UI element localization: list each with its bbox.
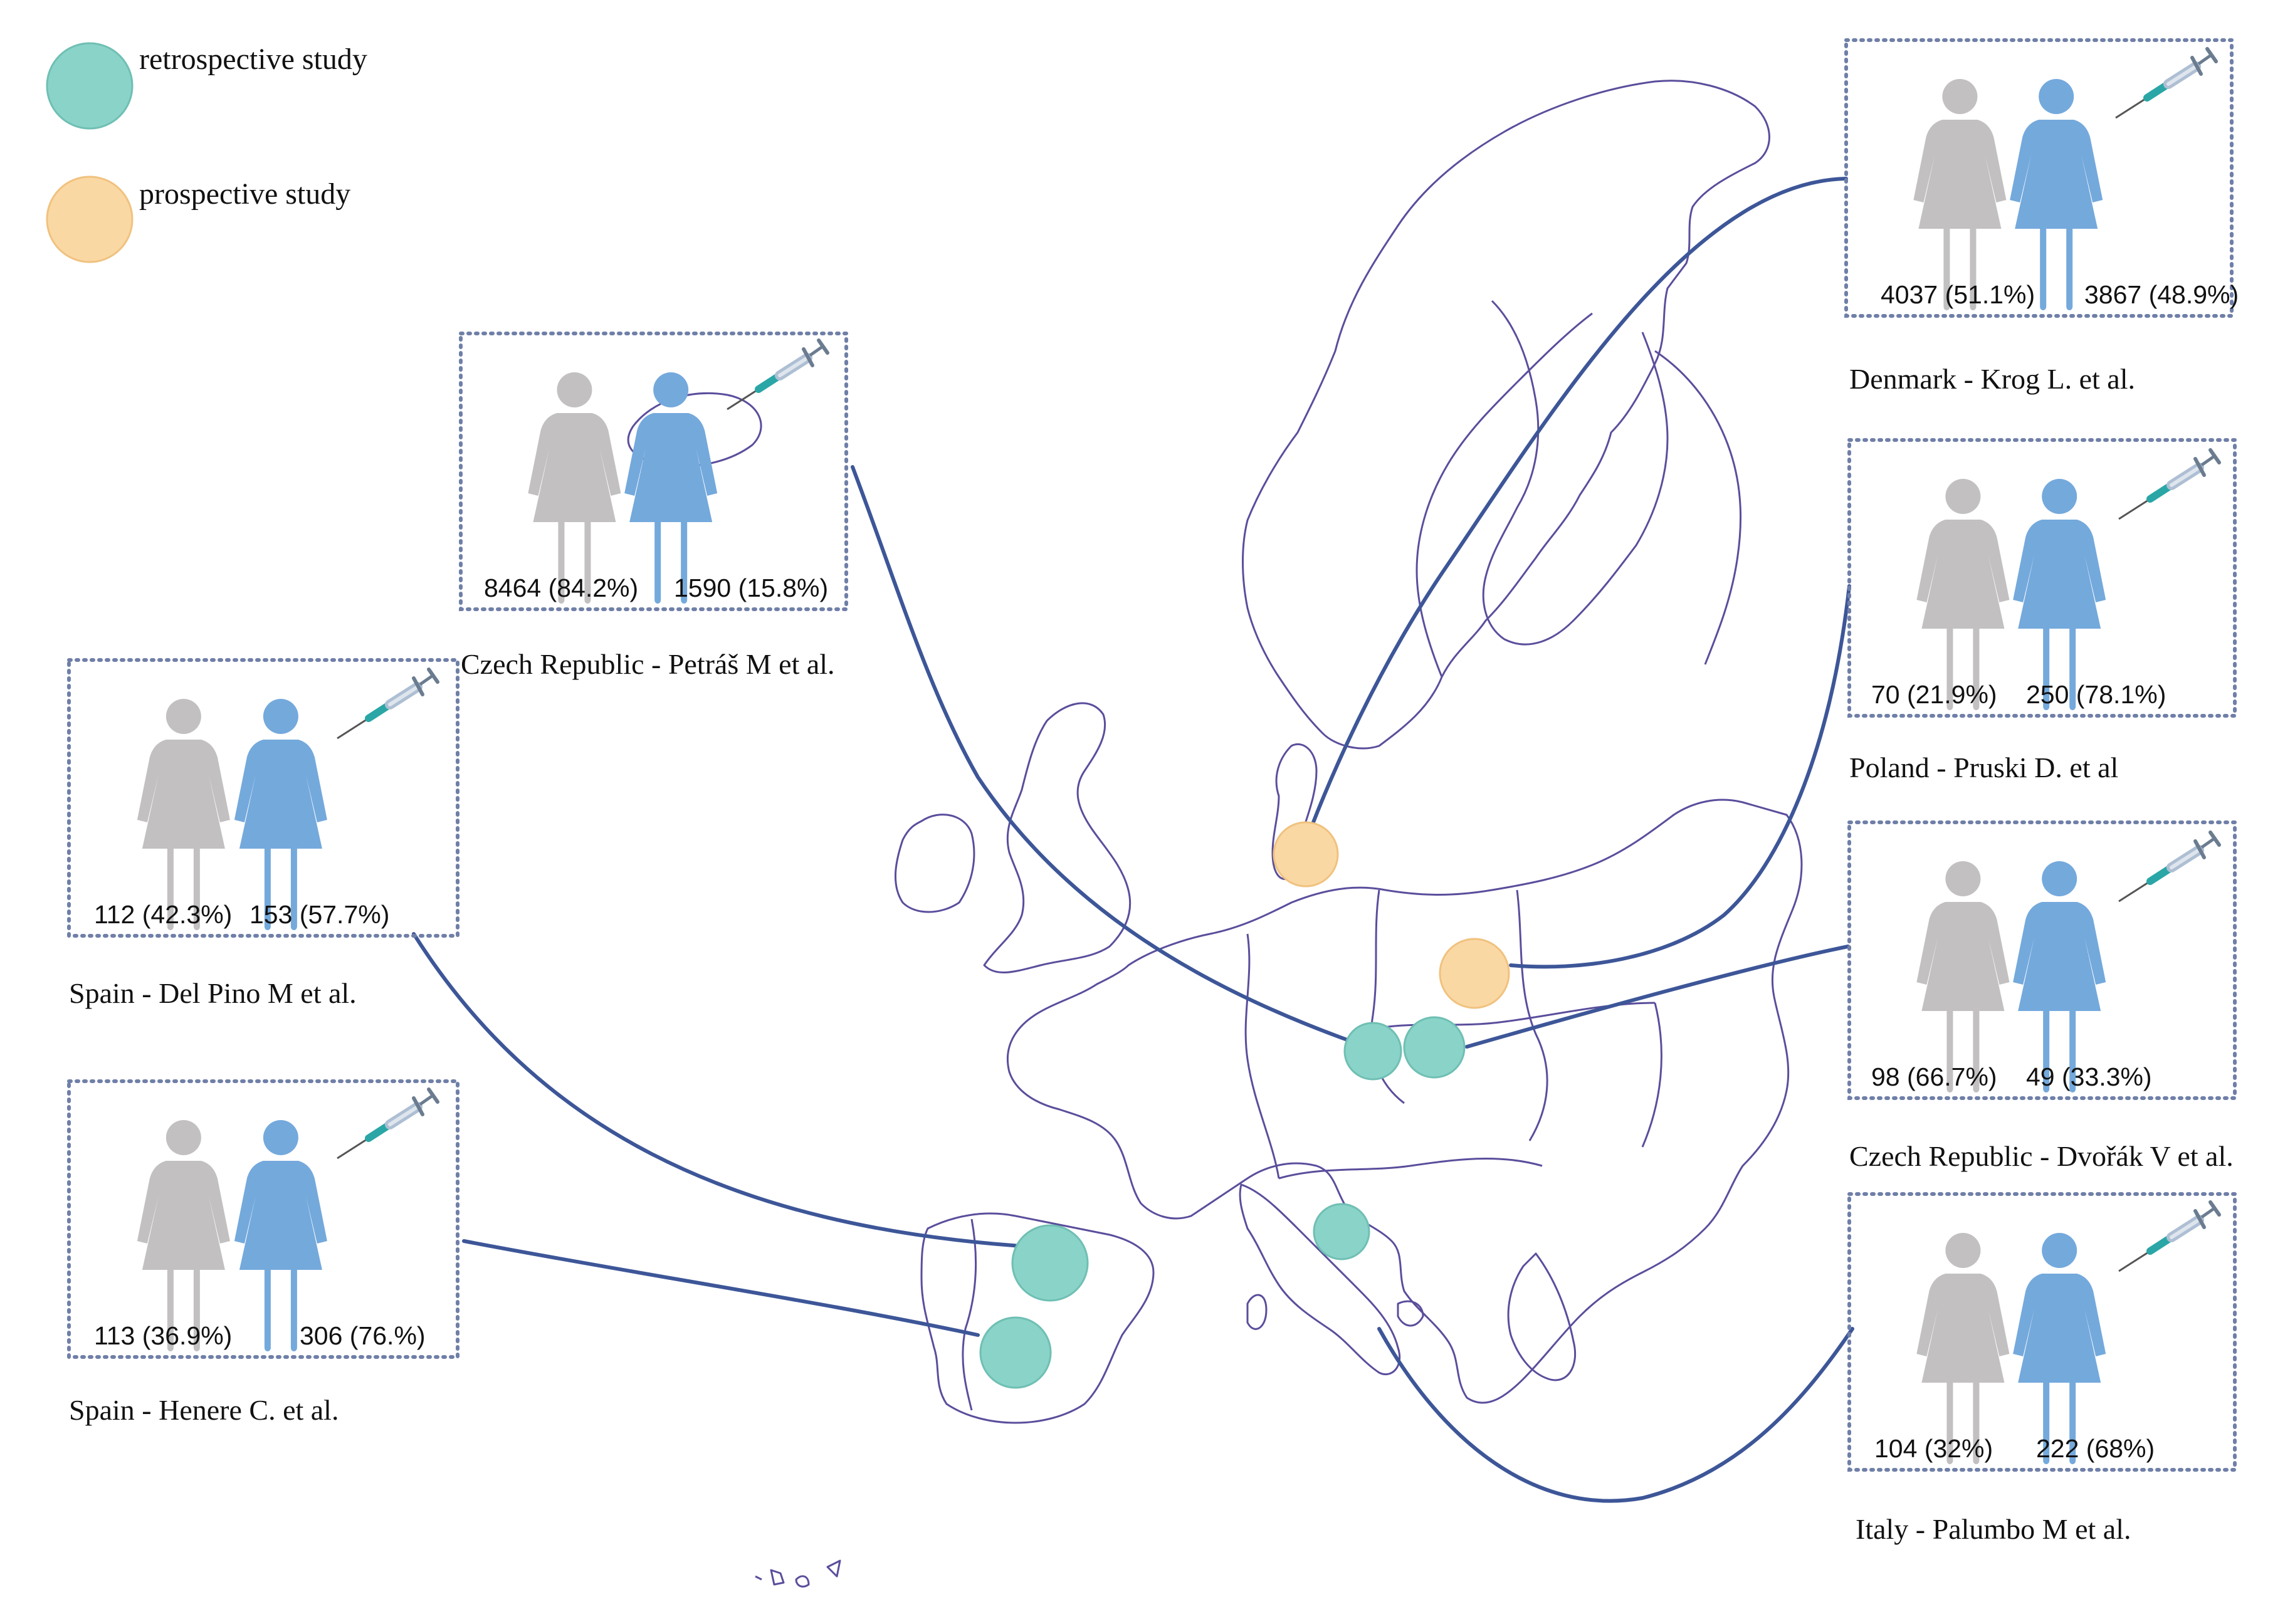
legend-prospective-swatch (46, 175, 134, 263)
study-caption: Czech Republic - Petráš M et al. (461, 648, 835, 680)
marker-poland-prospective (1439, 938, 1510, 1009)
panel-border (459, 332, 848, 611)
unvaccinated-count: 98 (66.7%) (1871, 1062, 1997, 1091)
marker-spain-henere-retrospective (979, 1316, 1052, 1389)
vaccinated-count: 153 (57.7%) (249, 900, 389, 929)
vaccinated-count: 250 (78.1%) (2026, 680, 2166, 709)
unvaccinated-count: 4037 (51.1%) (1881, 280, 2035, 309)
woman-unvaccinated-icon (137, 699, 230, 930)
woman-unvaccinated-icon (1916, 861, 2010, 1092)
vaccinated-count: 222 (68%) (2036, 1434, 2155, 1463)
woman-vaccinated-icon (2010, 79, 2103, 310)
connector-spain-delpino (412, 932, 1042, 1249)
panel-border (1847, 438, 2237, 718)
connector-denmark (1299, 177, 1848, 857)
study-panel-poland-pruski: 70 (21.9%) 250 (78.1%) Poland - Pruski D. … (1847, 438, 2237, 783)
woman-vaccinated-icon (234, 1120, 327, 1351)
vaccinated-count: 306 (76.%) (300, 1321, 426, 1350)
syringe-icon (2119, 450, 2219, 519)
woman-vaccinated-icon (624, 372, 718, 604)
marker-italy-retrospective (1313, 1203, 1370, 1260)
study-caption: Czech Republic - Dvořák V et al. (1849, 1140, 2234, 1172)
unvaccinated-count: 112 (42.3%) (94, 900, 232, 929)
study-caption: Poland - Pruski D. et al (1849, 752, 2118, 783)
study-panel-czech-petras: 8464 (84.2%) 1590 (15.8%) Czech Republic -… (459, 332, 848, 680)
unvaccinated-count: 104 (32%) (1874, 1434, 1993, 1463)
legend-retrospective-label: retrospective study (139, 43, 367, 76)
vaccinated-count: 3867 (48.9%) (2084, 280, 2239, 309)
panel-border (1847, 820, 2237, 1100)
study-panel-czech-dvorak: 98 (66.7%) 49 (33.3%) Czech Republic - Dvo… (1847, 820, 2237, 1172)
study-caption: Spain - Henere C. et al. (69, 1394, 339, 1426)
marker-denmark-prospective (1273, 821, 1339, 888)
unvaccinated-count: 8464 (84.2%) (484, 574, 638, 602)
woman-unvaccinated-icon (1916, 1233, 2010, 1464)
study-panel-spain-henere: 113 (36.9%) 306 (76.%) Spain - Henere C. e… (67, 1079, 460, 1426)
unvaccinated-count: 70 (21.9%) (1871, 680, 1997, 709)
syringe-icon (2119, 1202, 2219, 1271)
study-caption: Denmark - Krog L. et al. (1849, 363, 2135, 395)
connector-spain-henere (462, 1239, 980, 1337)
panel-border (1847, 1192, 2237, 1472)
marker-czech-petras-retrospective (1343, 1022, 1402, 1081)
syringe-icon (337, 1089, 438, 1158)
study-panels: 4037 (51.1%) 3867 (48.9%) Denmark - Krog L… (67, 38, 2239, 1545)
syringe-icon (337, 669, 438, 738)
connector-czech-petras (851, 465, 1368, 1049)
legend: retrospective study prospective study (46, 42, 367, 263)
woman-unvaccinated-icon (1913, 79, 2007, 310)
connector-italy (1377, 1327, 1854, 1503)
study-panel-spain-delpino: 112 (42.3%) 153 (57.7%) Spain - Del Pino M… (67, 658, 460, 1009)
syringe-icon (2119, 832, 2219, 901)
marker-spain-delpino-retrospective (1011, 1224, 1089, 1302)
woman-vaccinated-icon (234, 699, 327, 930)
vaccinated-count: 1590 (15.8%) (674, 574, 828, 602)
study-markers (979, 821, 1510, 1389)
woman-unvaccinated-icon (528, 372, 621, 604)
unvaccinated-count: 113 (36.9%) (94, 1321, 232, 1350)
study-panel-italy-palumbo: 104 (32%) 222 (68%) Italy - Palumbo M et a… (1847, 1192, 2237, 1545)
legend-prospective-label: prospective study (139, 177, 350, 211)
woman-vaccinated-icon (2013, 479, 2106, 710)
woman-vaccinated-icon (2013, 1233, 2106, 1464)
syringe-icon (2116, 49, 2216, 118)
study-panel-denmark-krog: 4037 (51.1%) 3867 (48.9%) Denmark - Krog L… (1844, 38, 2239, 395)
connector-lines (412, 177, 1854, 1503)
study-caption: Italy - Palumbo M et al. (1856, 1513, 2131, 1545)
connector-czech-dvorak (1465, 945, 1850, 1049)
syringe-icon (727, 340, 827, 409)
connector-poland (1509, 584, 1851, 969)
vaccinated-count: 49 (33.3%) (2026, 1062, 2152, 1091)
panel-border (1844, 38, 2234, 318)
panel-border (67, 1079, 460, 1359)
woman-unvaccinated-icon (1916, 479, 2010, 710)
legend-retrospective-swatch (46, 42, 134, 130)
panel-border (67, 658, 460, 938)
marker-czech-dvorak-retrospective (1403, 1016, 1466, 1079)
europe-map-outline (627, 80, 1803, 1588)
study-caption: Spain - Del Pino M et al. (69, 977, 357, 1009)
woman-vaccinated-icon (2013, 861, 2106, 1092)
woman-unvaccinated-icon (137, 1120, 230, 1351)
